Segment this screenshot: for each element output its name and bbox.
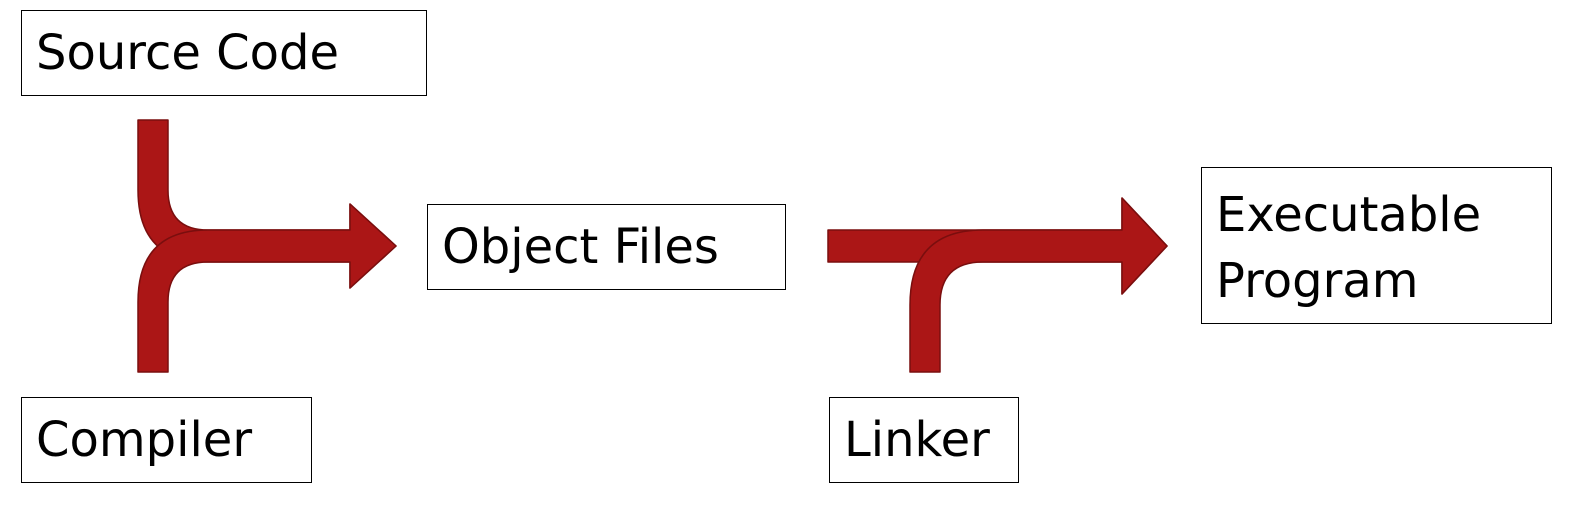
linker-box: Linker xyxy=(829,397,1019,483)
compile-merge-arrow xyxy=(137,119,397,373)
linker-to-executable-arrow xyxy=(909,197,1168,373)
compiler-label: Compiler xyxy=(36,412,253,468)
linker-label: Linker xyxy=(844,412,990,468)
object-files-label: Object Files xyxy=(442,219,719,275)
executable-label-line-2: Program xyxy=(1216,253,1419,309)
compiler-box: Compiler xyxy=(21,397,312,483)
executable-program-box: Executable Program xyxy=(1201,167,1552,324)
executable-label-line-1: Executable xyxy=(1216,187,1482,243)
object-files-box: Object Files xyxy=(427,204,786,290)
source-code-box: Source Code xyxy=(21,10,427,96)
compiler-to-object-files-arrow xyxy=(137,203,397,373)
source-code-label: Source Code xyxy=(36,25,339,81)
link-merge-arrow xyxy=(827,197,1168,373)
